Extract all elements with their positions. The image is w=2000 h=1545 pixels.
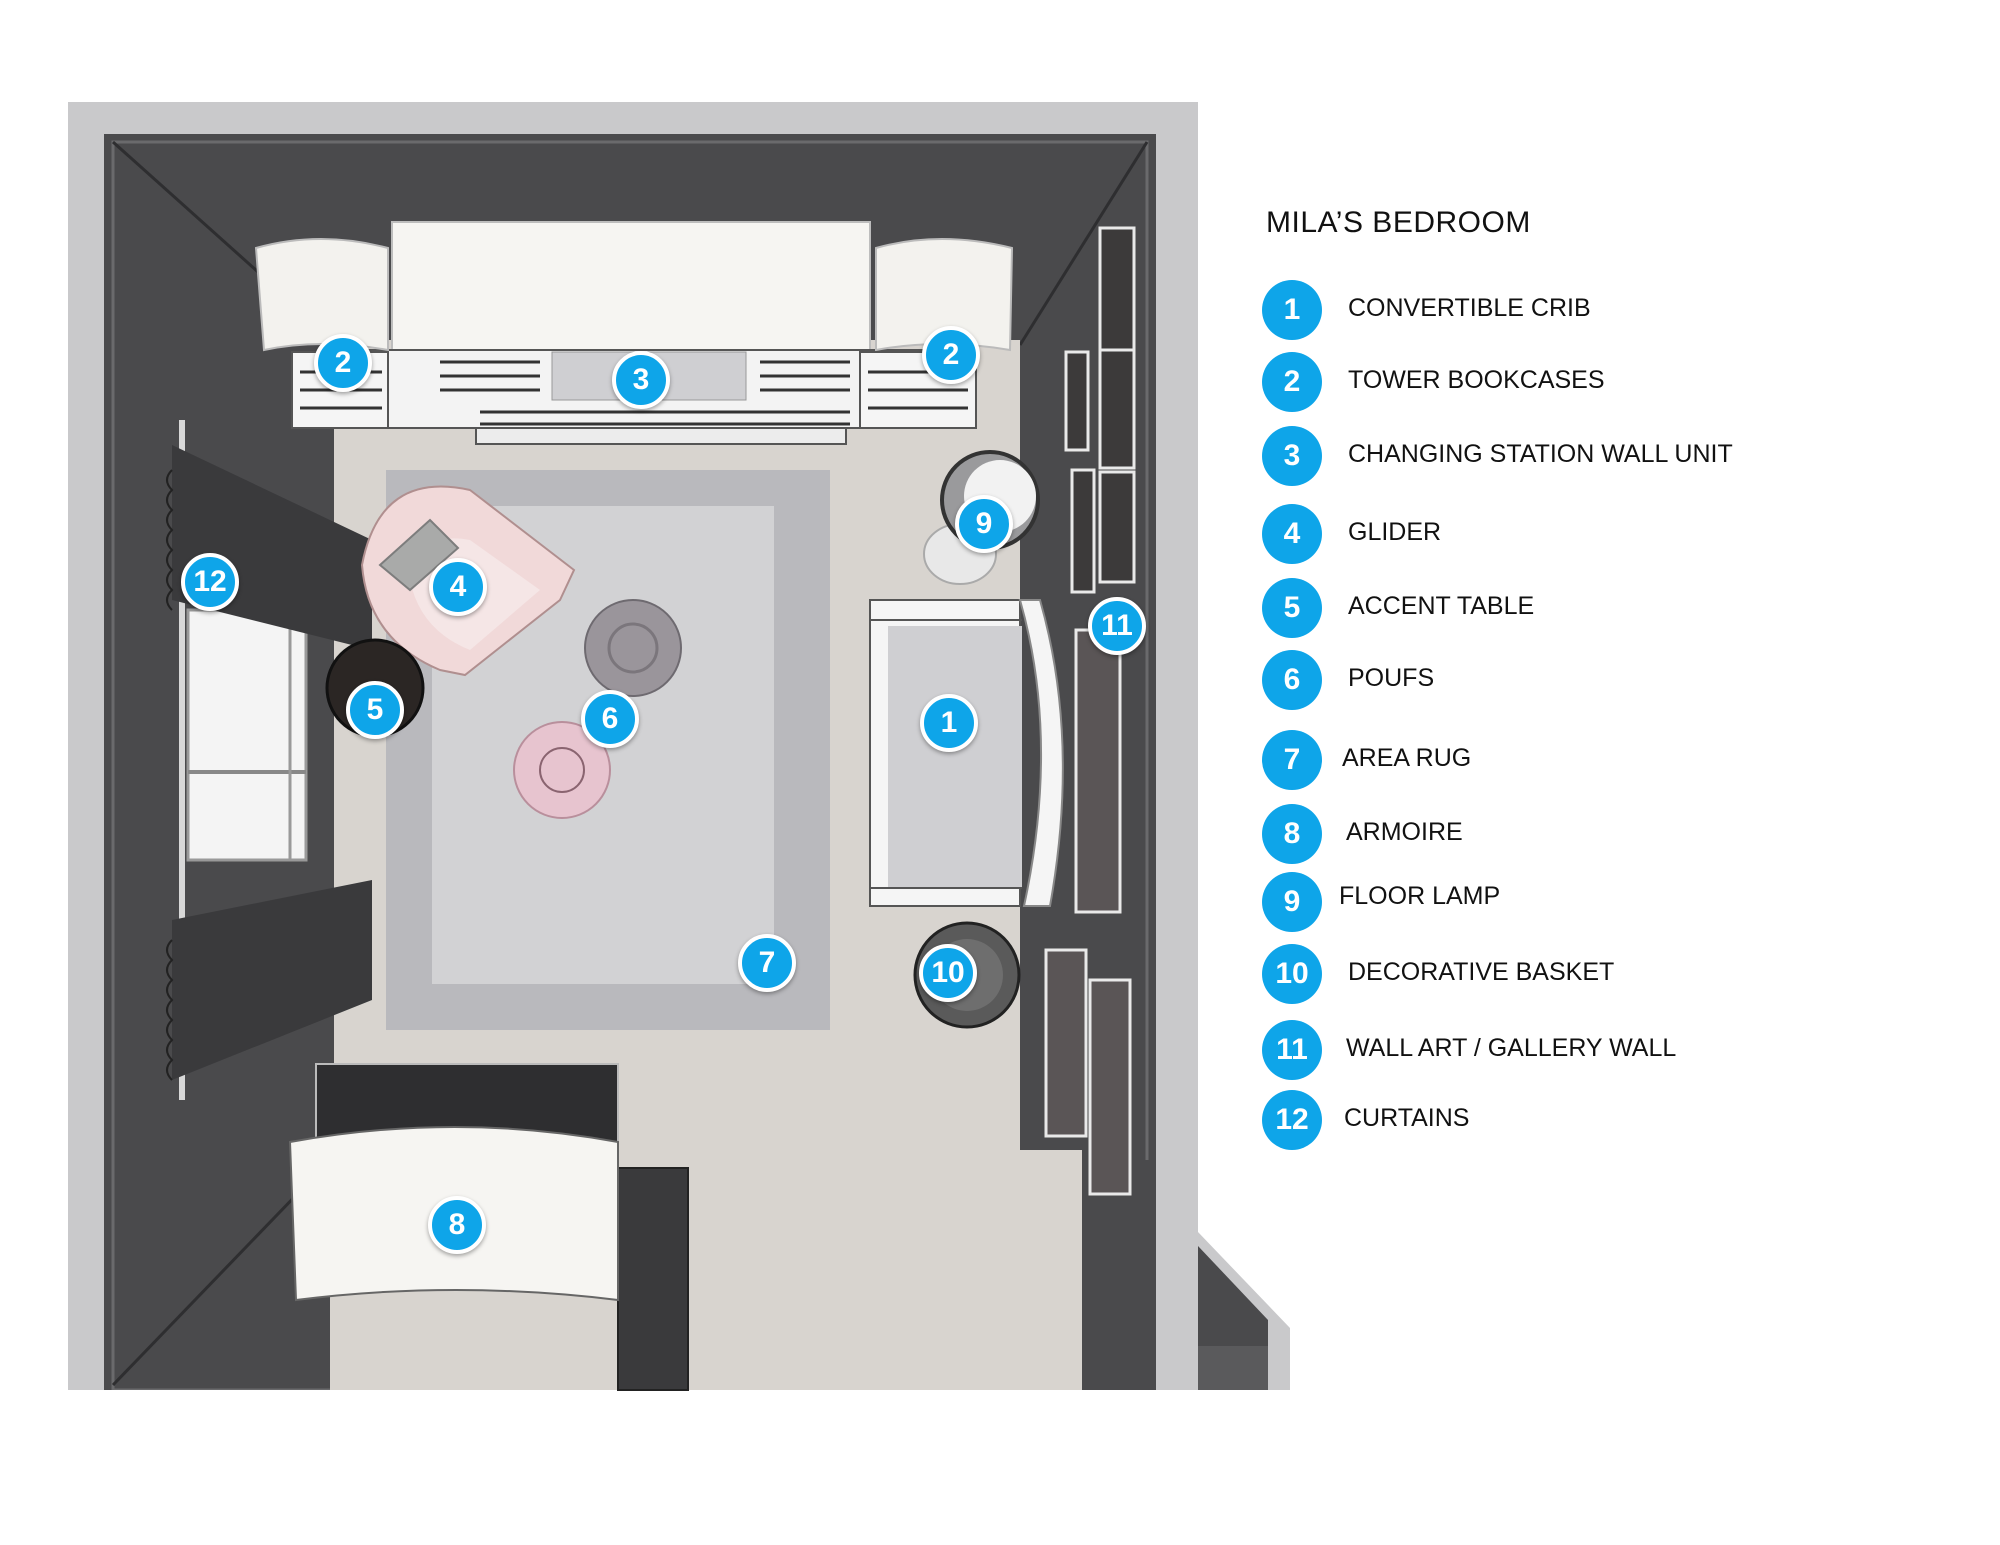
legend-label: ACCENT TABLE [1348, 592, 1535, 620]
legend-number: 3 [1262, 426, 1322, 486]
legend-label: POUFS [1348, 664, 1435, 692]
marker-bookcase-right: 2 [922, 326, 980, 384]
legend-number: 12 [1262, 1090, 1322, 1150]
legend-label: GLIDER [1348, 518, 1442, 546]
tower-bookcase-right-top [875, 238, 1014, 352]
shelf-lines [440, 360, 850, 426]
marker-curtains: 12 [181, 553, 239, 611]
marker-basket: 10 [919, 944, 977, 1002]
legend-number: 11 [1262, 1020, 1322, 1080]
legend-label: FLOOR LAMP [1339, 882, 1501, 910]
legend-number: 10 [1262, 944, 1322, 1004]
marker-bookcase-left: 2 [314, 334, 372, 392]
pouf-pink [513, 721, 611, 819]
curtain-lower [172, 880, 372, 1080]
marker-poufs: 6 [581, 690, 639, 748]
legend-label: CHANGING STATION WALL UNIT [1348, 440, 1733, 468]
legend-number: 5 [1262, 578, 1322, 638]
legend-title: MILA’S BEDROOM [1266, 206, 1531, 239]
legend-number: 6 [1262, 650, 1322, 710]
legend-number: 7 [1262, 730, 1322, 790]
pouf-gray [584, 599, 682, 697]
legend-label: DECORATIVE BASKET [1348, 958, 1615, 986]
marker-accent-table: 5 [346, 681, 404, 739]
legend-label: ARMOIRE [1346, 818, 1463, 846]
legend-number: 4 [1262, 504, 1322, 564]
legend-number: 2 [1262, 352, 1322, 412]
legend-label: CONVERTIBLE CRIB [1348, 294, 1591, 322]
marker-armoire: 8 [428, 1196, 486, 1254]
marker-changing-station: 3 [612, 351, 670, 409]
marker-area-rug: 7 [738, 934, 796, 992]
legend-label: CURTAINS [1344, 1104, 1470, 1132]
hallway-wall [1198, 1246, 1268, 1346]
changing-station-top [391, 221, 871, 353]
marker-glider: 4 [429, 558, 487, 616]
legend-label: TOWER BOOKCASES [1348, 366, 1605, 394]
legend-number: 8 [1262, 804, 1322, 864]
corner-line-tr [1018, 141, 1149, 346]
changing-station-base [475, 427, 847, 445]
legend-label: AREA RUG [1342, 744, 1472, 772]
crib-mattress [888, 626, 1022, 888]
glider-pillow [378, 518, 460, 592]
marker-crib: 1 [920, 694, 978, 752]
legend-number: 1 [1262, 280, 1322, 340]
crib-headboard [1018, 599, 1064, 907]
legend-label: WALL ART / GALLERY WALL [1346, 1034, 1677, 1062]
hallway-step [1198, 1346, 1268, 1390]
marker-floor-lamp: 9 [955, 495, 1013, 553]
window [186, 608, 308, 862]
floor-plan [68, 102, 1290, 1392]
tower-bookcase-left-top [254, 238, 389, 352]
legend-number: 9 [1262, 872, 1322, 932]
marker-wall-art: 11 [1088, 597, 1146, 655]
armoire-side [617, 1167, 689, 1391]
right-wall-bump [1082, 1160, 1156, 1390]
gallery-wall [1044, 226, 1136, 1196]
